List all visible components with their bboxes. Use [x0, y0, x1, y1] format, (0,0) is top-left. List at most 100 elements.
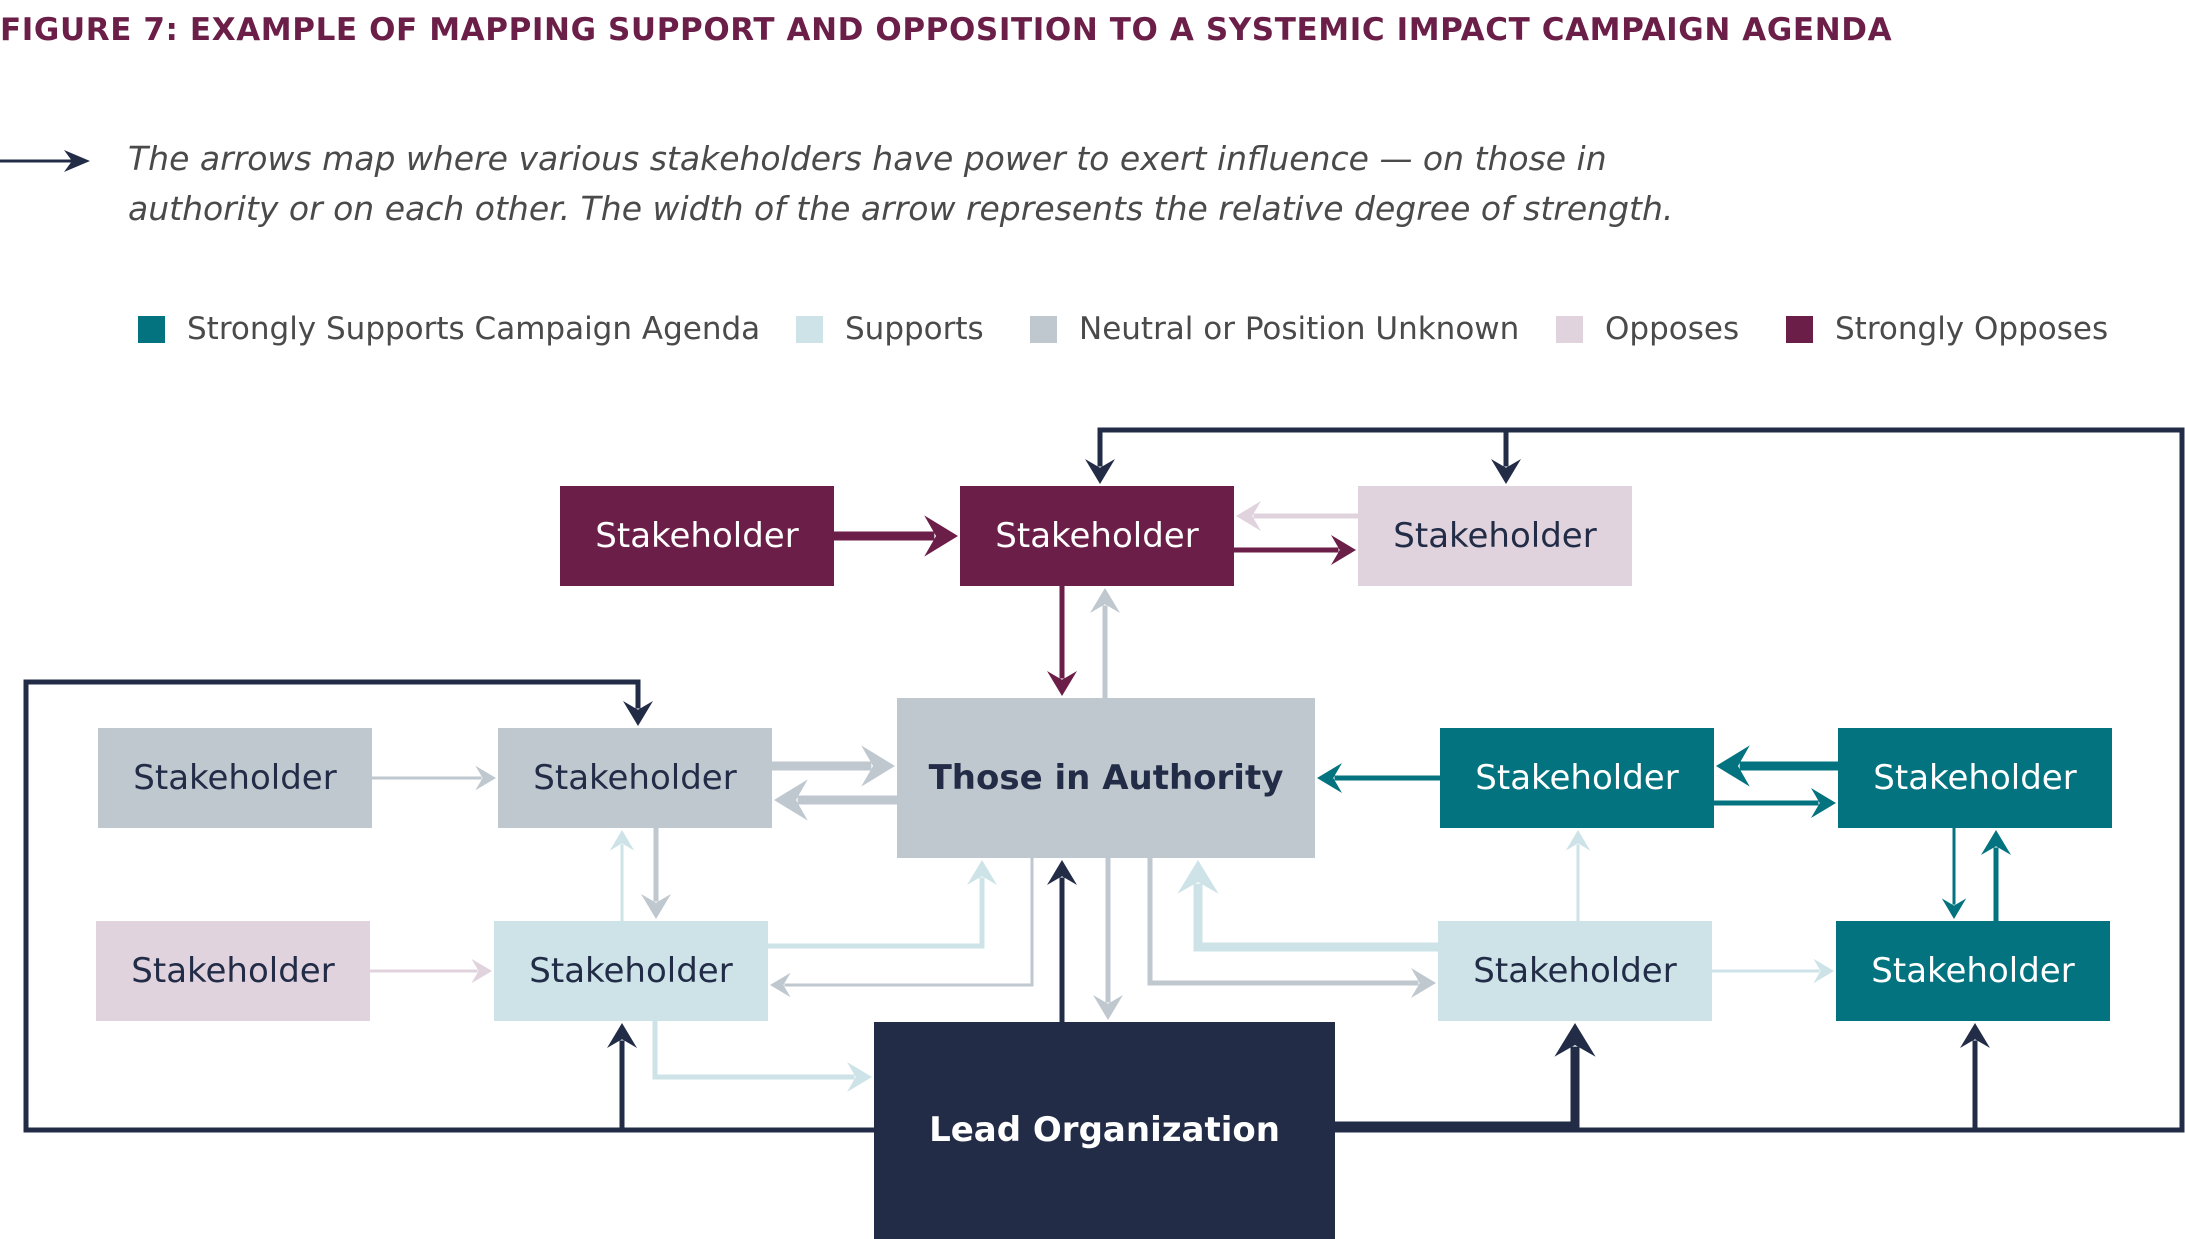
node-label: Stakeholder — [1393, 516, 1596, 556]
arrow-shaft — [23, 679, 874, 1133]
arrowhead — [1093, 995, 1123, 1020]
node-box — [1438, 921, 1712, 1021]
arrow-neu-far-to-neu-near — [372, 765, 496, 791]
node-stakeholder-so-center: Stakeholder — [960, 486, 1234, 586]
arrow-lead-frame-left — [23, 679, 874, 1133]
arrow-ss-low-to-ss-far — [1981, 830, 2011, 921]
node-stakeholder-ss-near: Stakeholder — [1440, 728, 1714, 828]
arrow-authority-to-neu-near — [774, 779, 897, 821]
arrowhead — [1236, 501, 1261, 531]
node-stakeholder-sup-right: Stakeholder — [1438, 921, 1712, 1021]
arrowhead — [861, 745, 895, 787]
node-box — [498, 728, 772, 828]
legend-swatch-neutral — [1030, 315, 1057, 343]
node-label: Stakeholder — [533, 758, 736, 798]
arrowhead — [1554, 1023, 1596, 1057]
node-box — [96, 921, 370, 1021]
node-lead-organization: Lead Organization — [874, 1022, 1335, 1239]
legend-item-strongly-supports: Strongly Supports Campaign Agenda — [138, 310, 760, 348]
arrow-so-center-to-op-top — [1234, 535, 1356, 565]
arrow-lead-to-authority — [1047, 860, 1077, 1022]
node-box — [1836, 921, 2110, 1021]
node-box — [897, 698, 1315, 858]
arrow-sup-right-to-ss-near — [1565, 830, 1591, 921]
arrowhead — [1813, 958, 1834, 984]
explanation-line-1: The arrows map where various stakeholder… — [128, 139, 1607, 178]
arrow-lead-to-sup-right — [1335, 1023, 1596, 1131]
arrow-ss-near-to-authority — [1317, 763, 1440, 793]
node-label: Stakeholder — [1475, 758, 1678, 798]
node-box — [1358, 486, 1632, 586]
explanation-line-2: authority or on each other. The width of… — [128, 189, 1674, 228]
node-stakeholder-op-top: Stakeholder — [1358, 486, 1632, 586]
node-stakeholder-neu-far: Stakeholder — [98, 728, 372, 828]
node-label: Stakeholder — [1473, 951, 1676, 991]
arrow-neu-near-to-authority — [772, 745, 895, 787]
arrow-sup-left-to-neu-near — [609, 830, 635, 921]
arrow-neu-near-to-sup-left — [641, 828, 671, 919]
node-stakeholder-ss-low: Stakeholder — [1836, 921, 2110, 1021]
node-label: Stakeholder — [995, 516, 1198, 556]
arrow-shaft — [1097, 427, 2185, 1133]
arrowhead — [1177, 860, 1219, 894]
arrow-shaft — [1193, 883, 1438, 952]
arrow-authority-to-sup-left — [770, 858, 1034, 998]
arrowhead — [1941, 898, 1967, 919]
node-stakeholder-op-low: Stakeholder — [96, 921, 370, 1021]
node-label: Stakeholder — [529, 951, 732, 991]
arrow-sup-right-to-authority — [1177, 860, 1438, 952]
legend-swatch-supports — [796, 315, 823, 343]
arrow-ss-far-to-ss-low — [1941, 828, 1967, 919]
figure-title: FIGURE 7: EXAMPLE OF MAPPING SUPPORT AND… — [0, 12, 1893, 48]
arrowhead — [770, 972, 791, 998]
node-box — [874, 1022, 1335, 1239]
legend-label: Strongly Opposes — [1835, 311, 2109, 347]
arrowhead — [471, 958, 492, 984]
arrowhead — [1960, 1023, 1990, 1048]
node-stakeholder-sup-left: Stakeholder — [494, 921, 768, 1021]
arrow-authority-to-so-center — [1090, 588, 1120, 698]
legend-label: Supports — [845, 311, 984, 347]
arrowhead — [1085, 459, 1115, 484]
arrow-lead-to-op-top — [1491, 430, 1521, 484]
arrow-authority-to-lead — [1093, 858, 1123, 1020]
legend-swatch-strongly-supports — [138, 315, 165, 343]
legend-item-supports: Supports — [796, 310, 984, 348]
node-label: Stakeholder — [133, 758, 336, 798]
arrow-op-low-to-sup-left — [370, 958, 492, 984]
arrow-shaft — [768, 877, 985, 949]
arrowhead — [1981, 830, 2011, 855]
arrow-so-left-to-so-center — [834, 515, 958, 557]
arrowhead — [623, 701, 653, 726]
arrow-shaft — [1335, 1046, 1580, 1131]
arrow-ss-far-to-ss-near — [1716, 745, 1838, 787]
node-label: Lead Organization — [929, 1110, 1280, 1150]
arrowhead — [847, 1062, 872, 1092]
arrow-lead-to-sup-left — [607, 1023, 637, 1130]
arrowhead — [1565, 830, 1591, 851]
arrowhead — [967, 860, 997, 885]
arrowhead — [609, 830, 635, 851]
legend-arrow-icon — [0, 150, 90, 172]
arrow-explanation: The arrows map where various stakeholder… — [128, 134, 2028, 234]
arrowhead — [1811, 788, 1836, 818]
arrowhead — [1716, 745, 1750, 787]
arrow-ss-near-to-ss-far — [1714, 788, 1836, 818]
arrowhead — [1491, 459, 1521, 484]
arrowhead — [1317, 763, 1342, 793]
arrowhead — [607, 1023, 637, 1048]
arrowhead — [1047, 671, 1077, 696]
arrowhead — [475, 765, 496, 791]
arrowhead — [774, 779, 808, 821]
stance-legend: Strongly Supports Campaign Agenda Suppor… — [0, 310, 2185, 350]
arrow-so-center-to-authority — [1047, 586, 1077, 696]
node-box — [960, 486, 1234, 586]
node-label: Stakeholder — [131, 951, 334, 991]
arrow-lead-to-ss-low — [1960, 1023, 1990, 1130]
legend-label: Strongly Supports Campaign Agenda — [187, 311, 761, 347]
legend-swatch-strongly-opposes — [1786, 315, 1813, 343]
arrow-sup-left-to-lead — [652, 1021, 872, 1092]
arrowhead — [1331, 535, 1356, 565]
